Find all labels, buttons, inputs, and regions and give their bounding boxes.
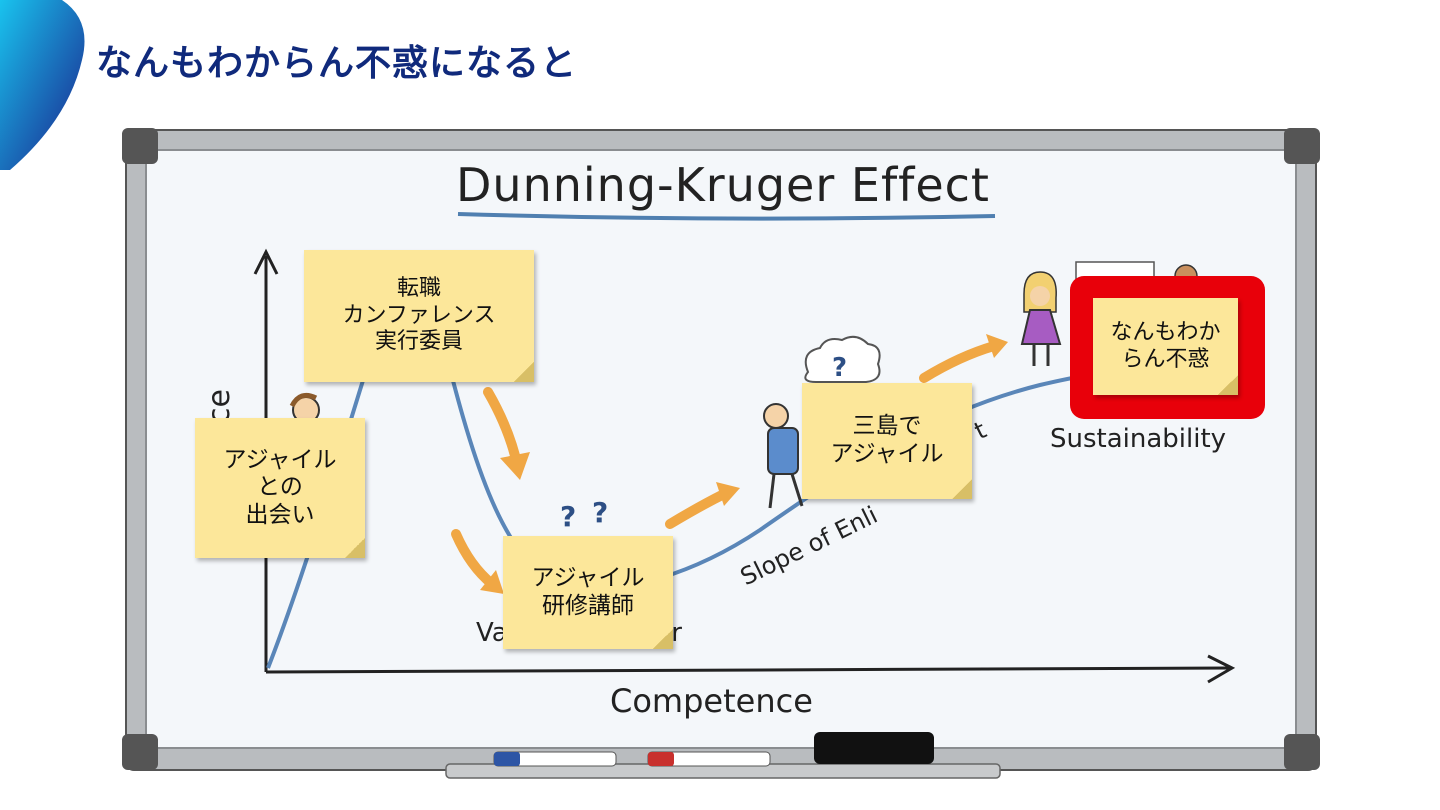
person-top-legs [1032,344,1050,366]
corner-decoration [0,0,85,170]
frame-corner [122,734,158,770]
valley-label-left: Va [476,618,508,648]
valley-question-mark: ? [560,500,576,533]
sticky-note-career: 転職 カンファレンス 実行委員 [304,250,534,382]
valley-question-mark: ? [592,496,608,529]
x-axis-arrowhead [1207,654,1236,684]
sticky-note-unknown: なんもわか らん不惑 [1093,298,1238,395]
arrow-rise-head [716,482,740,506]
sticky-note-mishima: 三島で アジャイル [802,383,972,499]
red-marker-cap [648,752,674,766]
sticky-note-career-text: 転職 カンファレンス 実行委員 [342,276,496,355]
x-axis [265,666,1231,674]
frame-corner [122,128,158,164]
arrow-plateau [919,341,999,383]
person-left-hair [289,392,318,408]
blue-marker-cap [494,752,520,766]
sticky-note-unknown-text: なんもわか らん不惑 [1110,320,1221,372]
cloud-question-mark: ? [832,353,847,383]
eraser [814,732,934,764]
frame-corner [1284,128,1320,164]
person-slope-head [763,403,789,429]
frame-corner [1284,734,1320,770]
sticky-note-trainer: アジャイル 研修講師 [503,536,673,649]
x-axis-label: Competence [610,682,813,720]
arrow-rise [665,489,729,529]
person-top-face [1030,286,1050,306]
sticky-note-trainer-text: アジャイル 研修講師 [531,564,645,619]
sticky-note-encounter: アジャイル との 出会い [195,418,365,558]
slide-title: なんもわからん不惑になると [96,43,578,84]
y-axis-arrowhead [253,248,279,275]
heading-underline [457,212,996,221]
sticky-note-encounter-text: アジャイル との 出会い [223,446,337,528]
sustainability-label: Sustainability [1050,424,1227,454]
person-slope-body [767,427,799,475]
sticky-note-mishima-text: 三島で アジャイル [830,413,944,467]
person-slope-legs [768,473,804,509]
whiteboard-heading: Dunning-Kruger Effect [456,158,990,212]
thought-cloud [804,335,881,383]
arrow-drop-head [500,452,530,480]
arrow-valley-head [480,570,504,594]
arrow-plateau-head [986,334,1008,358]
person-top-dress [1020,309,1062,345]
